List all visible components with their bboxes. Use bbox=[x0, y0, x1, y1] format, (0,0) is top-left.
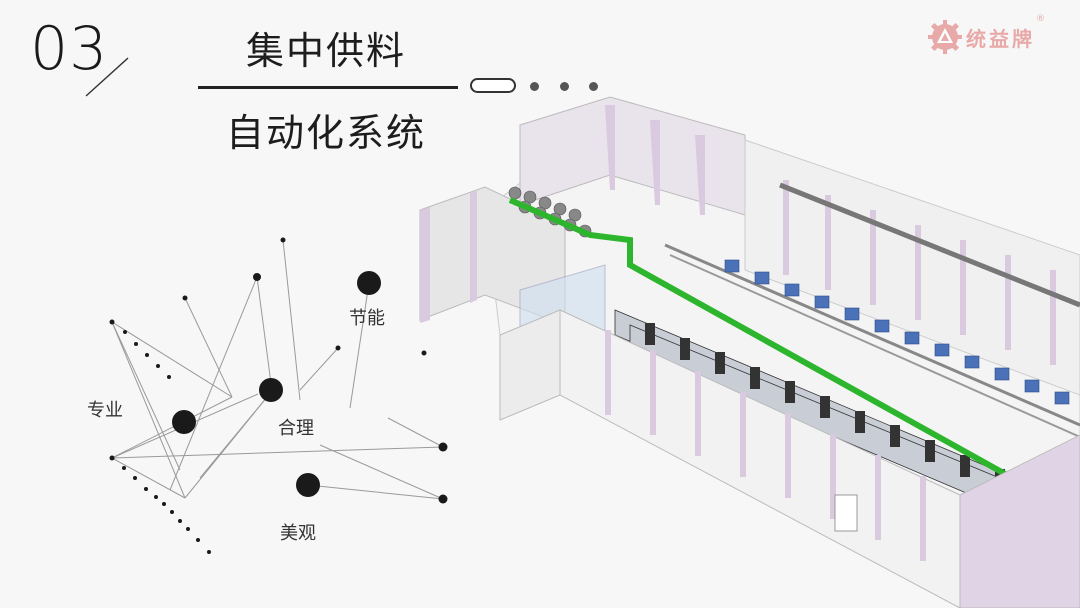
concept-network bbox=[109, 237, 448, 554]
factory-illustration bbox=[419, 96, 1080, 608]
brand-name: 统益牌 bbox=[966, 26, 1035, 51]
node-aesthetic bbox=[296, 473, 320, 497]
node-professional bbox=[172, 410, 196, 434]
node-reasonable bbox=[259, 378, 283, 402]
pager-dot bbox=[589, 82, 598, 91]
injection-machines bbox=[614, 259, 1070, 536]
brand-logo: 统益牌 ® bbox=[928, 14, 1045, 54]
label-energy-saving: 节能 bbox=[349, 308, 385, 329]
page-subtitle: 自动化系统 bbox=[225, 111, 426, 155]
network-nodes bbox=[109, 237, 448, 554]
gear-logo-icon bbox=[928, 20, 962, 54]
pager-dot bbox=[560, 82, 569, 91]
network-lines bbox=[111, 239, 444, 500]
pager-pill bbox=[470, 78, 516, 93]
label-aesthetic: 美观 bbox=[280, 523, 316, 544]
pager-dot bbox=[530, 82, 539, 91]
node-energy bbox=[357, 271, 381, 295]
divider-slash bbox=[85, 57, 129, 97]
section-number: 03 bbox=[30, 14, 109, 84]
title-underline bbox=[198, 86, 458, 89]
registered-mark: ® bbox=[1036, 14, 1045, 24]
label-professional: 专业 bbox=[87, 400, 123, 421]
label-reasonable: 合理 bbox=[278, 418, 314, 439]
green-supply-pipe bbox=[508, 197, 1027, 488]
page-title: 集中供料 bbox=[245, 29, 406, 73]
